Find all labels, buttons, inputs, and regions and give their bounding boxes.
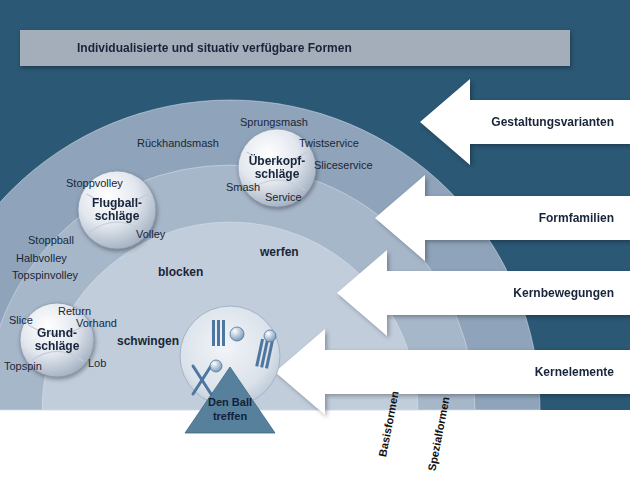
node-text: Gestaltungsvarianten (491, 116, 614, 129)
throw-icon (255, 339, 274, 369)
node-text: schwingen (117, 335, 179, 348)
node-text: Topspinvolley (12, 269, 78, 282)
core-triangle: Den Ball treffen (185, 367, 275, 433)
node-text: Smash (226, 181, 260, 194)
node-text: Rückhandsmash (137, 137, 219, 150)
arrow-shape (275, 329, 630, 415)
icon-bar (217, 320, 220, 346)
node-text: Return (58, 305, 91, 318)
node-text: Flugball- schläge (77, 197, 157, 223)
node-text: Sliceservice (314, 159, 373, 172)
node-text: Sprungsmash (240, 116, 308, 129)
arrow-shape (337, 250, 630, 336)
node-text: Kernelemente (535, 366, 614, 379)
icon-bar (222, 320, 225, 346)
banner-box: Individualisierte und situativ verfügbar… (20, 30, 570, 66)
node-text: werfen (260, 246, 299, 259)
level-arrow: Formfamilien (375, 175, 630, 261)
node-text: blocken (158, 266, 203, 279)
arrow-shape (420, 79, 630, 165)
node-text: Volley (136, 228, 165, 241)
node-text: Grund- schläge (19, 327, 95, 353)
icon-ball (264, 330, 276, 342)
node-text: Stoppball (28, 234, 74, 247)
swing-icon (193, 366, 211, 394)
icon-stroke (193, 366, 211, 394)
node-text: Halbvolley (16, 252, 67, 265)
node-text: Twistservice (299, 137, 359, 150)
arrow-shape (375, 175, 630, 261)
icon-stroke (193, 366, 211, 394)
level-arrow: Kernbewegungen (337, 250, 630, 336)
node-text: Stoppvolley (66, 177, 123, 190)
node-text: Service (265, 191, 302, 204)
node-text: Lob (88, 357, 106, 370)
banner-shape (20, 30, 570, 66)
icon-bar (265, 341, 274, 369)
node-text: Topspin (4, 360, 42, 373)
icon-bar (212, 320, 215, 346)
node-text: Vorhand (76, 317, 117, 330)
triangle-shape (185, 367, 275, 433)
icon-ball (210, 360, 222, 372)
node-text: Slice (9, 314, 33, 327)
node-text: Überkopf- schläge (237, 155, 317, 181)
node-text: Kernbewegungen (513, 287, 614, 300)
level-arrow: Kernelemente (275, 329, 630, 415)
node-text: Individualisierte und situativ verfügbar… (77, 42, 352, 55)
node-text: Den Ball treffen (195, 395, 265, 423)
level-arrow: Gestaltungsvarianten (420, 79, 630, 165)
icon-ball (230, 327, 244, 341)
block-icon (212, 320, 225, 346)
node-text: Formfamilien (539, 212, 614, 225)
